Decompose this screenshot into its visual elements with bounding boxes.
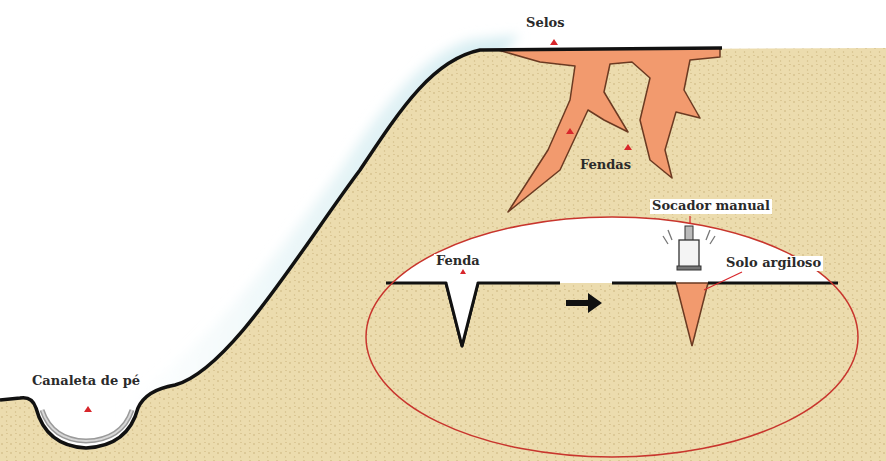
part-label: Fendas — [578, 158, 633, 173]
detail-inset — [360, 216, 870, 461]
tool-label: Socador manual — [650, 199, 772, 214]
part-label: Canaleta de pé — [30, 374, 142, 389]
part-label: Selos — [524, 16, 567, 31]
part-label: Fenda — [434, 254, 482, 269]
part-label: Solo argiloso — [724, 256, 823, 271]
clay-seal — [498, 48, 720, 212]
